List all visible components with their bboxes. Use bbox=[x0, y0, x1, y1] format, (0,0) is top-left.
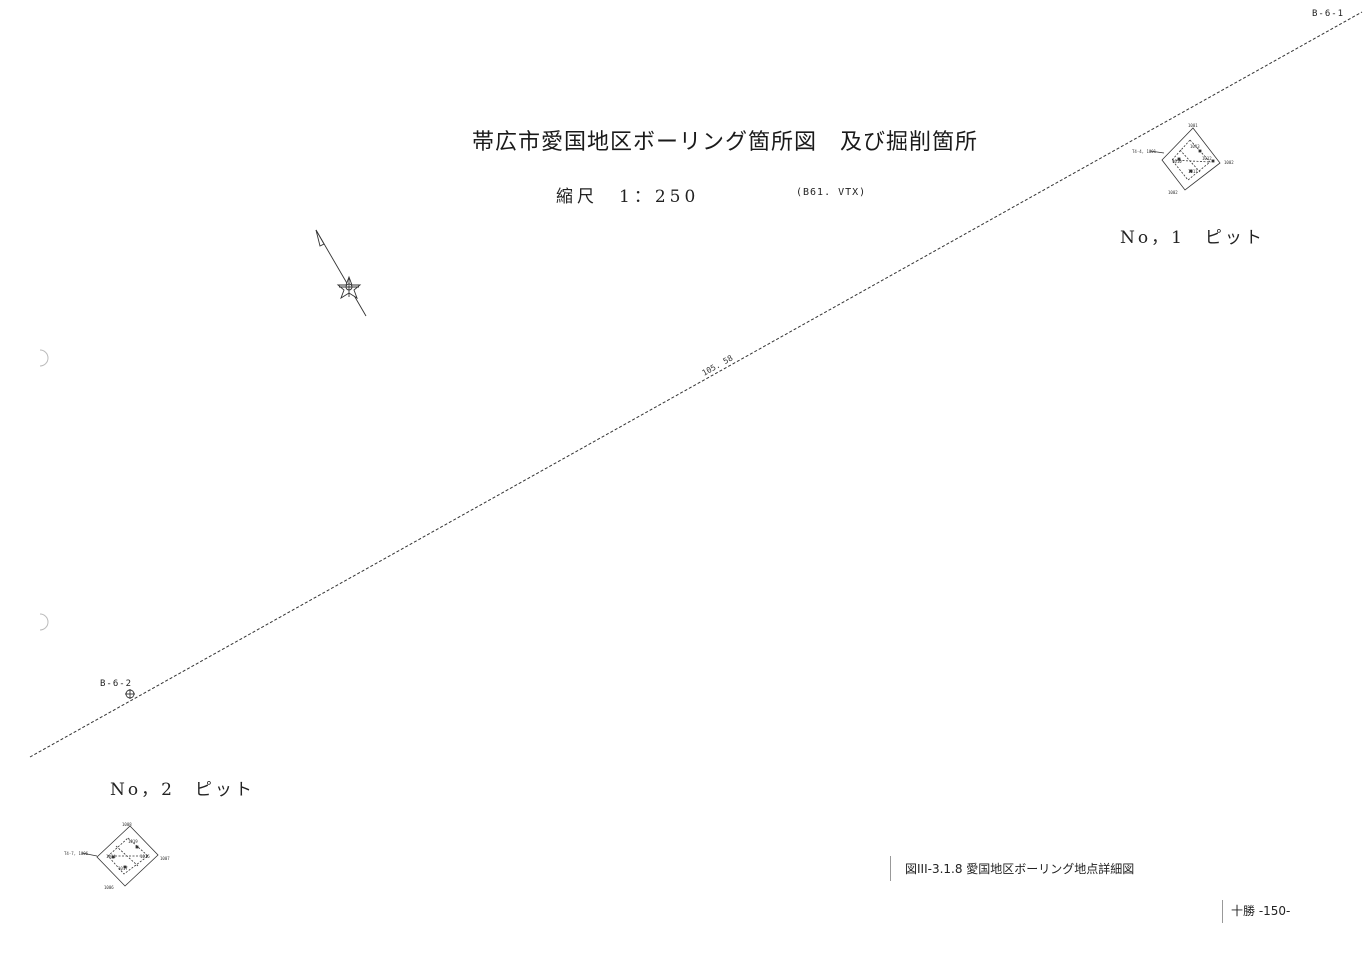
svg-text:1010: 1010 bbox=[1172, 159, 1182, 164]
svg-text:1019: 1019 bbox=[128, 839, 138, 844]
pit-diagram-1 bbox=[1149, 127, 1221, 191]
svg-text:1016: 1016 bbox=[140, 854, 150, 859]
svg-text:1011: 1011 bbox=[1188, 169, 1198, 174]
svg-text:1006: 1006 bbox=[104, 885, 114, 890]
north-arrow-compass-icon bbox=[315, 229, 367, 317]
svg-text:1002: 1002 bbox=[1168, 190, 1178, 195]
svg-text:T4-4, 1001: T4-4, 1001 bbox=[1132, 149, 1157, 154]
pit-label-1: No，1 ピット bbox=[1120, 228, 1265, 248]
figure-caption: 図III-3.1.8 愛国地区ボーリング地点詳細図 bbox=[890, 856, 1134, 881]
svg-text:1017: 1017 bbox=[118, 866, 128, 871]
boring-point-icon bbox=[125, 689, 135, 699]
pit-diagram-2 bbox=[81, 825, 159, 887]
file-code: (B61. VTX) bbox=[796, 187, 867, 198]
pit-label-2: No，2 ピット bbox=[110, 780, 255, 800]
svg-text:1008: 1008 bbox=[122, 822, 132, 827]
map-title: 帯広市愛国地区ボーリング箇所図 及び掘削箇所 bbox=[472, 130, 979, 155]
boring-point-label-2: B-6-2 bbox=[100, 679, 133, 689]
svg-text:T4-7, 1006: T4-7, 1006 bbox=[64, 851, 89, 856]
survey-dashed-line bbox=[29, 11, 1363, 758]
binder-hole-marks bbox=[39, 349, 49, 631]
svg-text:1013: 1013 bbox=[1190, 144, 1200, 149]
boring-point-label-1: B-6-1 bbox=[1312, 9, 1345, 19]
page-number: 十勝 -150- bbox=[1222, 900, 1290, 923]
map-scale: 縮尺 1：250 bbox=[556, 187, 700, 207]
svg-text:1012: 1012 bbox=[1202, 156, 1212, 161]
pit-diagram-1-annotations: 1001 T4-4, 1001 1013 1010 1012 1002 1011… bbox=[1132, 123, 1234, 195]
pit-diagram-2-annotations: 1008 T4-7, 1006 1019 1014 1016 1007 1017… bbox=[64, 822, 170, 890]
svg-text:1002: 1002 bbox=[1224, 160, 1234, 165]
svg-text:1007: 1007 bbox=[160, 856, 170, 861]
svg-text:1001: 1001 bbox=[1188, 123, 1198, 128]
svg-text:1014: 1014 bbox=[106, 854, 116, 859]
